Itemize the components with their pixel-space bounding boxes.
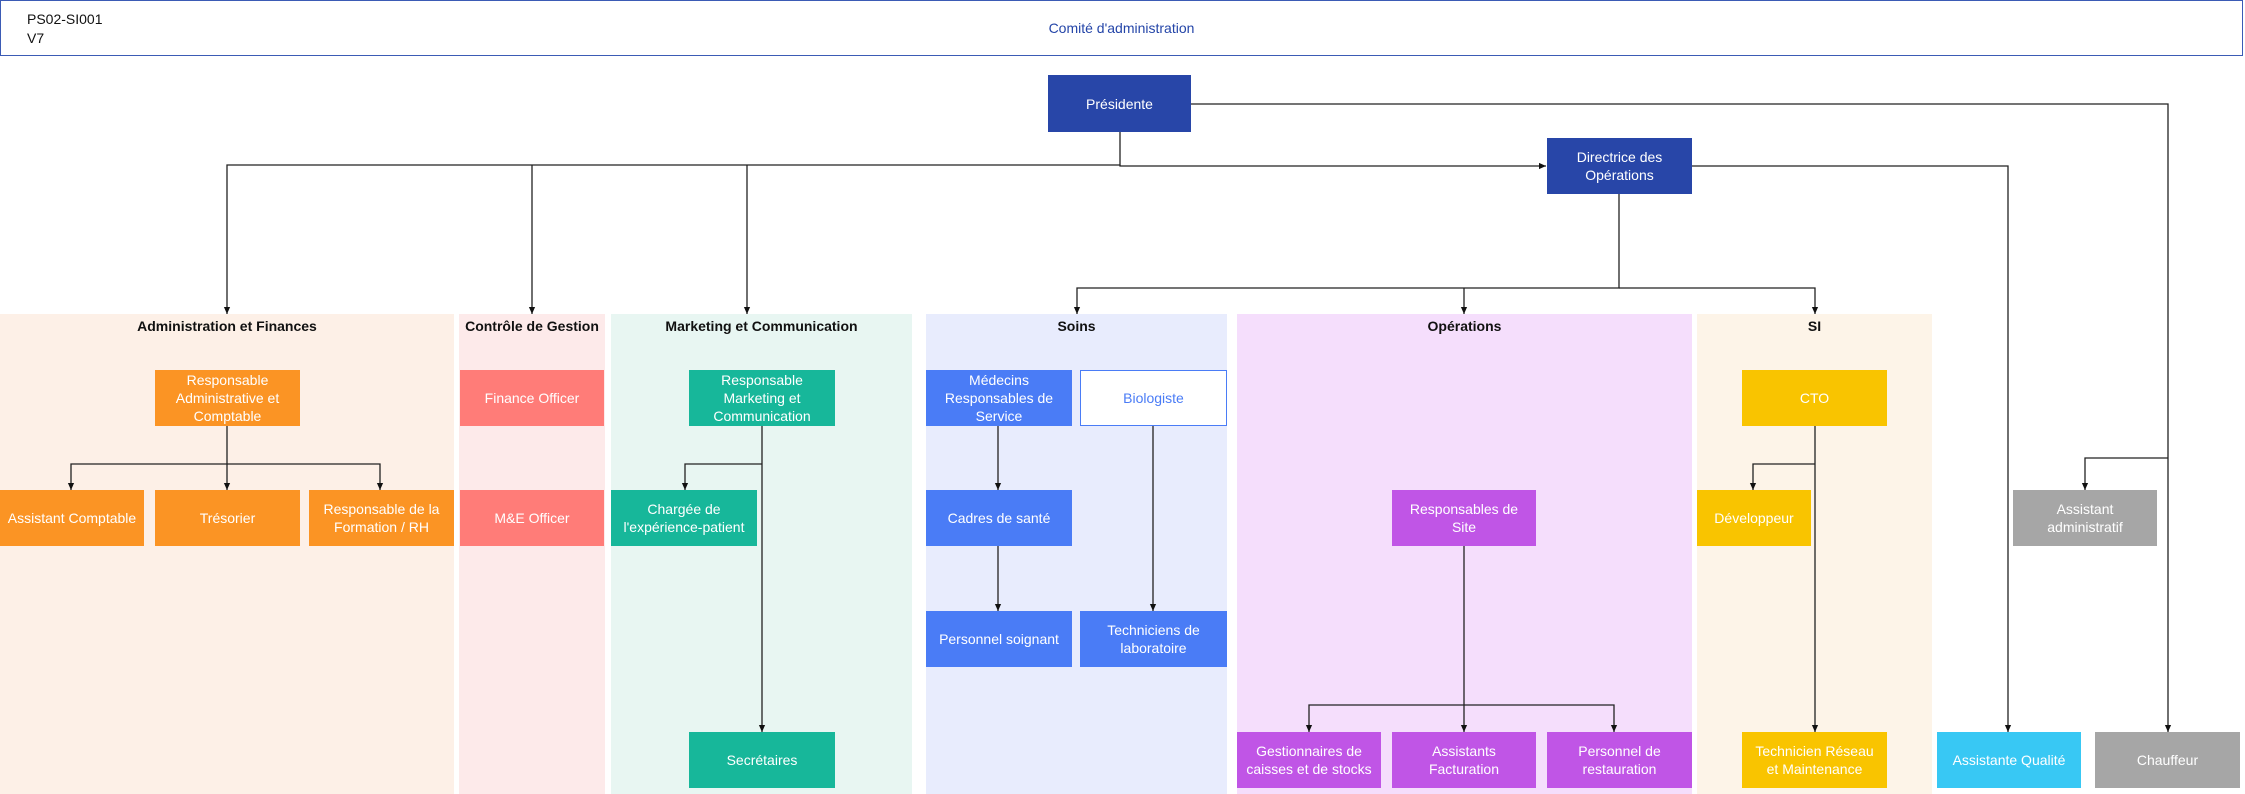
node-responsable-administrative-comptable: Responsable Administrative et Comptable	[155, 370, 300, 426]
node-cto: CTO	[1742, 370, 1887, 426]
node-secretaires: Secrétaires	[689, 732, 835, 788]
node-me-officer: M&E Officer	[460, 490, 604, 546]
column-admin-finances: Administration et Finances	[0, 314, 454, 794]
node-assistant-administratif: Assistant administratif	[2013, 490, 2157, 546]
node-personnel-restauration: Personnel de restauration	[1547, 732, 1692, 788]
node-technicien-reseau-maintenance: Technicien Réseau et Maintenance	[1742, 732, 1887, 788]
node-assistants-facturation: Assistants Facturation	[1392, 732, 1536, 788]
node-cadres-de-sante: Cadres de santé	[926, 490, 1072, 546]
document-code: PS02-SI001	[27, 11, 103, 27]
node-finance-officer: Finance Officer	[460, 370, 604, 426]
document-version: V7	[27, 30, 45, 46]
node-responsable-marketing: Responsable Marketing et Communication	[689, 370, 835, 426]
node-developpeur: Développeur	[1697, 490, 1811, 546]
node-assistant-comptable: Assistant Comptable	[0, 490, 144, 546]
node-gestionnaires-caisses-stocks: Gestionnaires de caisses et de stocks	[1237, 732, 1381, 788]
document-header: PS02-SI001 V7 Comité d'administration	[0, 0, 2243, 56]
column-title-soins: Soins	[1057, 318, 1096, 334]
node-assistante-qualite: Assistante Qualité	[1937, 732, 2081, 788]
column-title-operations: Opérations	[1427, 318, 1502, 334]
node-directrice-operations: Directrice des Opérations	[1547, 138, 1692, 194]
column-title-marketing: Marketing et Communication	[665, 318, 858, 334]
node-techniciens-laboratoire: Techniciens de laboratoire	[1080, 611, 1227, 667]
node-responsable-formation-rh: Responsable de la Formation / RH	[309, 490, 454, 546]
node-chargee-experience-patient: Chargée de l'expérience-patient	[611, 490, 757, 546]
node-tresorier: Trésorier	[155, 490, 300, 546]
node-personnel-soignant: Personnel soignant	[926, 611, 1072, 667]
column-title-admin-finances: Administration et Finances	[137, 318, 317, 334]
node-chauffeur: Chauffeur	[2095, 732, 2240, 788]
node-presidente: Présidente	[1048, 75, 1191, 132]
node-medecins-responsables: Médecins Responsables de Service	[926, 370, 1072, 426]
node-biologiste: Biologiste	[1080, 370, 1227, 426]
diagram-title: Comité d'administration	[1048, 20, 1195, 36]
column-title-controle-gestion: Contrôle de Gestion	[465, 318, 599, 334]
node-responsables-de-site: Responsables de Site	[1392, 490, 1536, 546]
column-title-si: SI	[1807, 318, 1822, 334]
